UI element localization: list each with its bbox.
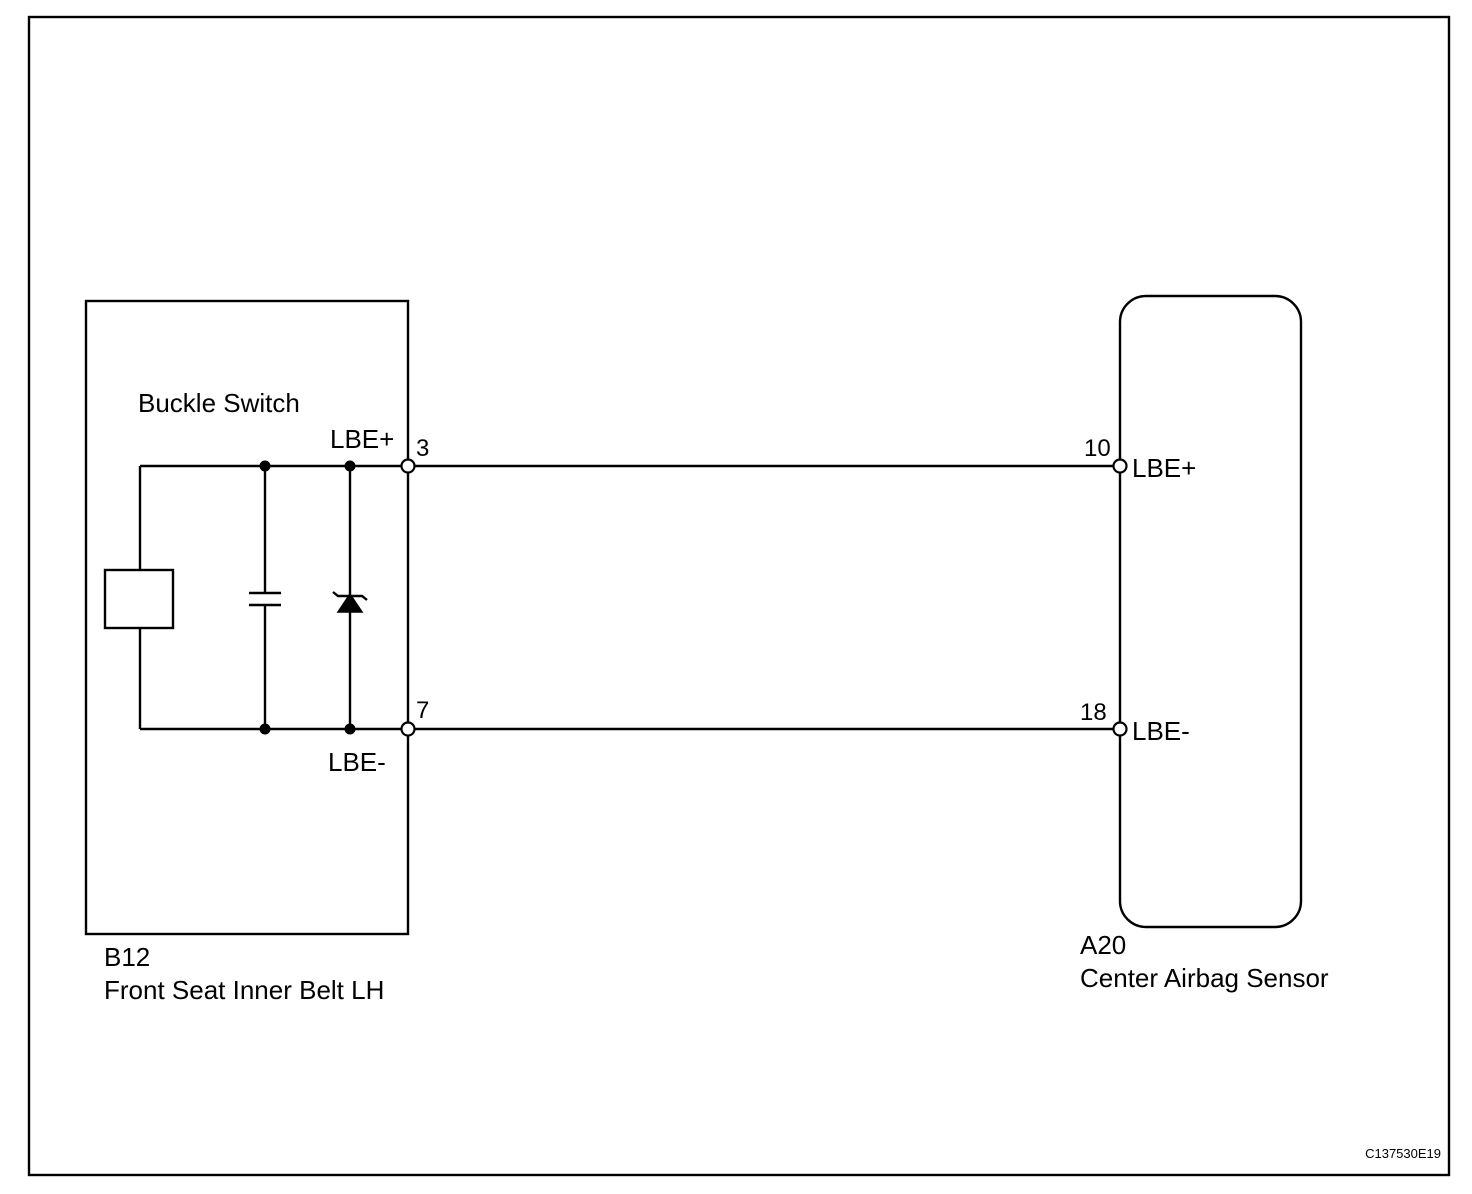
- a20-component-box: [1118, 294, 1303, 929]
- junction-dot: [259, 460, 271, 472]
- buckle-switch-circuit: [103, 460, 401, 735]
- junction-dot: [259, 723, 271, 735]
- a20-signal-lbe-minus: LBE-: [1132, 716, 1190, 746]
- terminal-a20-18: [1112, 721, 1128, 737]
- diagram-frame: [27, 15, 1451, 1177]
- a20-pin-10: 10: [1084, 435, 1111, 462]
- b12-component-box: [84, 299, 410, 936]
- buckle-switch-label: Buckle Switch: [138, 388, 300, 418]
- junction-dot: [344, 460, 356, 472]
- b12-signal-lbe-minus: LBE-: [328, 747, 386, 777]
- b12-name-label: Front Seat Inner Belt LH: [104, 975, 384, 1005]
- terminal-b12-7: [400, 721, 416, 737]
- zener-diode-bar: [332, 591, 368, 601]
- a20-pin-18: 18: [1080, 699, 1107, 726]
- zener-diode-symbol: [336, 592, 364, 613]
- a20-signal-lbe-plus: LBE+: [1132, 453, 1196, 483]
- b12-pin-7: 7: [416, 697, 429, 724]
- switch-element: [103, 568, 175, 630]
- junction-dot: [344, 723, 356, 735]
- b12-signal-lbe-plus: LBE+: [330, 424, 394, 454]
- a20-id-label: A20: [1080, 930, 1126, 960]
- terminal-b12-3: [400, 458, 416, 474]
- terminal-a20-10: [1112, 458, 1128, 474]
- b12-pin-3: 3: [416, 435, 429, 462]
- figure-code: C137530E19: [1365, 1146, 1441, 1161]
- b12-id-label: B12: [104, 942, 150, 972]
- a20-name-label: Center Airbag Sensor: [1080, 963, 1329, 993]
